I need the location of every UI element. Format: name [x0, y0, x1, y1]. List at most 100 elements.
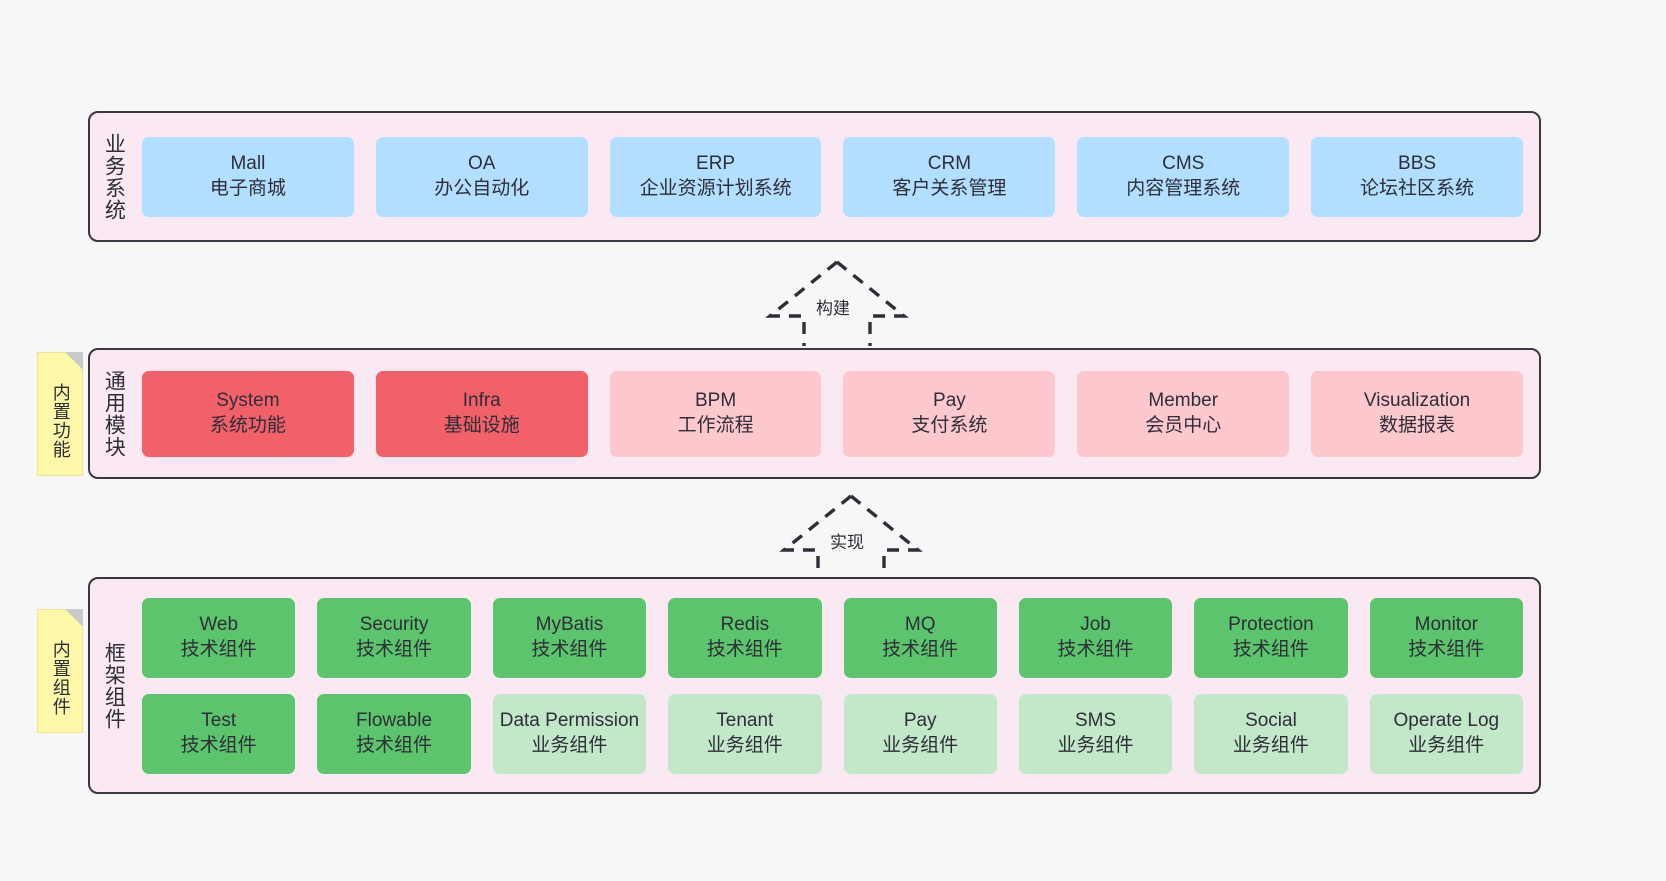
node-flowable[interactable]: Flowable 技术组件 [317, 693, 471, 774]
node-visualization-subtitle: 数据报表 [1379, 414, 1456, 436]
modules-node-row: System 系统功能 Infra 基础设施 BPM 工作流程 Pay 支付系统… [142, 370, 1523, 457]
node-pay-component-title: Pay [903, 710, 937, 732]
node-crm-title: CRM [927, 153, 972, 175]
node-data-permission[interactable]: Data Permission 业务组件 [492, 693, 647, 774]
layer-modules-body: System 系统功能 Infra 基础设施 BPM 工作流程 Pay 支付系统… [136, 350, 1539, 477]
node-visualization-title: Visualization [1363, 390, 1471, 412]
node-monitor-subtitle: 技术组件 [1408, 638, 1485, 660]
node-crm-subtitle: 客户关系管理 [892, 177, 1007, 199]
node-operate-log-subtitle: 业务组件 [1408, 734, 1485, 756]
node-oa-subtitle: 办公自动化 [434, 177, 530, 199]
layer-framework-components: 框架组件 Web 技术组件 Security 技术组件 MyBatis 技术组件… [88, 577, 1541, 794]
node-monitor[interactable]: Monitor 技术组件 [1369, 597, 1523, 678]
node-erp-subtitle: 企业资源计划系统 [639, 177, 792, 199]
node-mybatis-title: MyBatis [535, 614, 604, 636]
node-security[interactable]: Security 技术组件 [317, 597, 471, 678]
node-social[interactable]: Social 业务组件 [1194, 693, 1348, 774]
arrow-implement: 实现 [766, 492, 936, 580]
node-web-title: Web [199, 614, 239, 636]
layer-framework-title: 框架组件 [102, 641, 126, 730]
node-system[interactable]: System 系统功能 [142, 370, 354, 457]
node-oa[interactable]: OA 办公自动化 [375, 136, 588, 217]
node-infra-title: Infra [462, 390, 501, 412]
layer-framework-body: Web 技术组件 Security 技术组件 MyBatis 技术组件 Redi… [136, 579, 1539, 792]
arrow-build-label: 构建 [814, 294, 852, 319]
node-pay-module-title: Pay [933, 390, 966, 412]
node-sms[interactable]: SMS 业务组件 [1018, 693, 1173, 774]
node-mall-title: Mall [230, 153, 266, 175]
layer-business-body: Mall 电子商城 OA 办公自动化 ERP 企业资源计划系统 CRM 客户关系… [136, 113, 1539, 240]
sticky-note-builtin-functions: 内置功能 [37, 352, 83, 476]
node-system-subtitle: 系统功能 [209, 414, 286, 436]
layer-business-title: 业务系统 [102, 132, 126, 221]
node-operate-log[interactable]: Operate Log 业务组件 [1369, 693, 1523, 774]
node-protection[interactable]: Protection 技术组件 [1194, 597, 1348, 678]
node-member-subtitle: 会员中心 [1145, 414, 1222, 436]
node-job-subtitle: 技术组件 [1057, 638, 1134, 660]
node-mybatis[interactable]: MyBatis 技术组件 [492, 597, 647, 678]
node-pay-module[interactable]: Pay 支付系统 [843, 370, 1056, 457]
node-mall[interactable]: Mall 电子商城 [142, 136, 354, 217]
node-test-title: Test [201, 710, 237, 732]
node-web-subtitle: 技术组件 [180, 638, 257, 660]
node-bpm[interactable]: BPM 工作流程 [609, 370, 822, 457]
node-mq-subtitle: 技术组件 [882, 638, 959, 660]
node-mall-subtitle: 电子商城 [209, 177, 286, 199]
node-monitor-title: Monitor [1414, 614, 1478, 636]
node-crm[interactable]: CRM 客户关系管理 [843, 136, 1056, 217]
node-social-title: Social [1245, 710, 1297, 732]
node-cms[interactable]: CMS 内容管理系统 [1077, 136, 1290, 217]
layer-common-modules: 通用模块 System 系统功能 Infra 基础设施 BPM 工作流程 Pay… [88, 348, 1541, 479]
node-cms-title: CMS [1162, 153, 1205, 175]
sticky-note-builtin-functions-label: 内置功能 [50, 383, 71, 459]
node-system-title: System [216, 390, 280, 412]
node-tenant-subtitle: 业务组件 [706, 734, 783, 756]
node-web[interactable]: Web 技术组件 [142, 597, 296, 678]
layer-modules-title: 通用模块 [102, 369, 126, 458]
node-cms-subtitle: 内容管理系统 [1126, 177, 1241, 199]
node-redis[interactable]: Redis 技术组件 [668, 597, 822, 678]
business-node-row: Mall 电子商城 OA 办公自动化 ERP 企业资源计划系统 CRM 客户关系… [142, 136, 1523, 217]
node-protection-subtitle: 技术组件 [1232, 638, 1309, 660]
node-bpm-title: BPM [694, 390, 737, 412]
node-job-title: Job [1080, 614, 1111, 636]
node-bbs-title: BBS [1398, 153, 1437, 175]
node-pay-module-subtitle: 支付系统 [911, 414, 988, 436]
node-data-permission-title: Data Permission [499, 710, 640, 732]
node-redis-title: Redis [720, 614, 770, 636]
framework-tech-row: Web 技术组件 Security 技术组件 MyBatis 技术组件 Redi… [142, 597, 1523, 678]
node-infra-subtitle: 基础设施 [443, 414, 520, 436]
node-flowable-title: Flowable [356, 710, 433, 732]
node-visualization[interactable]: Visualization 数据报表 [1311, 370, 1523, 457]
node-test-subtitle: 技术组件 [180, 734, 257, 756]
layer-business-systems: 业务系统 Mall 电子商城 OA 办公自动化 ERP 企业资源计划系统 CRM… [88, 111, 1541, 242]
node-erp[interactable]: ERP 企业资源计划系统 [609, 136, 822, 217]
node-protection-title: Protection [1228, 614, 1314, 636]
node-tenant[interactable]: Tenant 业务组件 [668, 693, 822, 774]
node-security-subtitle: 技术组件 [356, 638, 433, 660]
node-pay-component[interactable]: Pay 业务组件 [843, 693, 997, 774]
node-data-permission-subtitle: 业务组件 [531, 734, 608, 756]
node-operate-log-title: Operate Log [1393, 710, 1500, 732]
node-bbs-subtitle: 论坛社区系统 [1360, 177, 1475, 199]
node-sms-subtitle: 业务组件 [1057, 734, 1134, 756]
framework-business-row: Test 技术组件 Flowable 技术组件 Data Permission … [142, 693, 1523, 774]
node-redis-subtitle: 技术组件 [706, 638, 783, 660]
node-mq[interactable]: MQ 技术组件 [843, 597, 997, 678]
sticky-note-builtin-components-label: 内置组件 [50, 640, 71, 716]
node-bbs[interactable]: BBS 论坛社区系统 [1311, 136, 1523, 217]
arrow-implement-glyph [779, 494, 923, 580]
node-social-subtitle: 业务组件 [1232, 734, 1309, 756]
node-sms-title: SMS [1074, 710, 1117, 732]
node-flowable-subtitle: 技术组件 [356, 734, 433, 756]
node-test[interactable]: Test 技术组件 [142, 693, 296, 774]
sticky-note-builtin-components: 内置组件 [37, 609, 83, 733]
node-job[interactable]: Job 技术组件 [1018, 597, 1173, 678]
node-member[interactable]: Member 会员中心 [1077, 370, 1290, 457]
arrow-implement-label: 实现 [828, 528, 866, 553]
node-tenant-title: Tenant [716, 710, 774, 732]
node-security-title: Security [359, 614, 429, 636]
node-infra[interactable]: Infra 基础设施 [375, 370, 588, 457]
node-pay-component-subtitle: 业务组件 [882, 734, 959, 756]
